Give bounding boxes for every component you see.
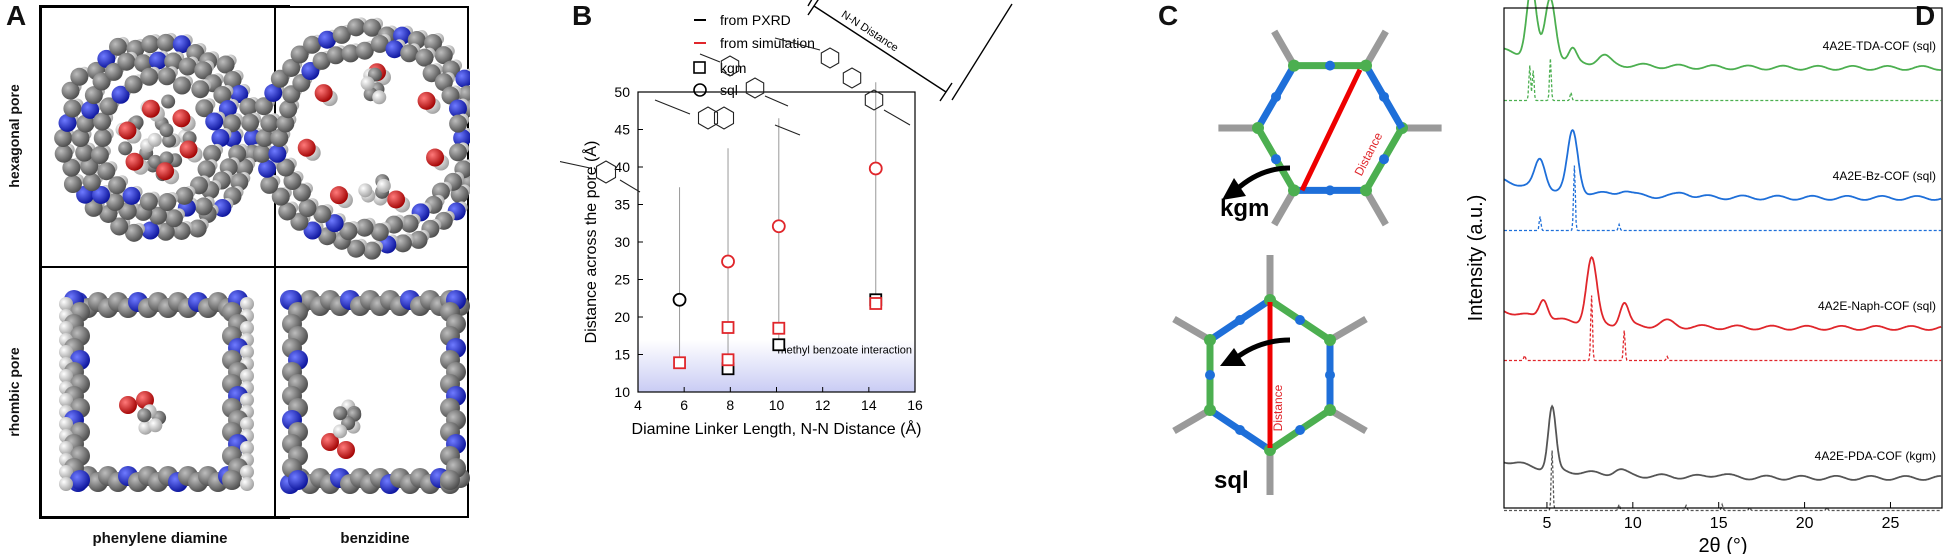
- pxrd-trace-simulated: [1504, 58, 1942, 102]
- data-point-kgm-square: [673, 356, 686, 370]
- pxrd-trace-simulated: [1504, 450, 1942, 512]
- y-tick-label: 15: [614, 347, 630, 363]
- x-tick-label: 10: [769, 397, 785, 413]
- x-tick-label: 6: [680, 397, 688, 413]
- data-point-sql-circle: [771, 219, 786, 234]
- data-point-kgm-square: [869, 297, 883, 310]
- data-point-kgm-square: [721, 353, 735, 367]
- pxrd-trace-experimental: [1503, 128, 1942, 201]
- arrow-sql: [1234, 337, 1291, 361]
- y-tick-label: 40: [614, 159, 630, 175]
- y-tick-label: 35: [614, 197, 630, 213]
- panel-letter-c: C: [1158, 0, 1179, 31]
- arrow-kgm: [1234, 165, 1291, 192]
- y-tick-label: 50: [614, 84, 630, 100]
- pxrd-x-axis-label: 2θ (°): [1698, 535, 1747, 554]
- y-tick-label: 10: [614, 384, 630, 400]
- pxrd-trace-label: 4A2E-Naph-COF (sql): [1818, 299, 1936, 313]
- row-label-hexagonal: hexagonal pore: [6, 84, 22, 188]
- nn-bracket-end-b: [939, 82, 953, 102]
- sql-network: [1172, 255, 1368, 495]
- panel-c-networks: kgm sql Distance Distance: [1172, 29, 1442, 495]
- pxrd-trace-experimental: [1503, 256, 1942, 331]
- x-tick-label: 14: [861, 397, 877, 413]
- data-point-sql-circle: [672, 292, 687, 307]
- legend-pxrd-label: from PXRD: [720, 12, 791, 28]
- y-axis-label: Distance across the pore (Å): [581, 141, 600, 344]
- data-point-sql-circle: [868, 161, 883, 176]
- pxrd-plot-frame: [1503, 7, 1943, 509]
- linker-structures: [560, 37, 911, 193]
- x-tick-label: 4: [634, 397, 642, 413]
- data-point-sql-circle: [721, 254, 735, 269]
- nn-bracket-end-a: [807, 0, 819, 16]
- kgm-label: kgm: [1220, 195, 1269, 222]
- kgm-distance-line: [1299, 68, 1363, 192]
- sql-distance-label: Distance: [1271, 384, 1285, 431]
- legend-sim-label: from simulation: [720, 35, 815, 51]
- data-point-kgm-square: [772, 338, 786, 352]
- pxrd-trace-label: 4A2E-TDA-COF (sql): [1823, 39, 1936, 53]
- nn-bracket-line: [813, 5, 947, 93]
- y-tick-label: 25: [614, 272, 630, 288]
- x-axis-label: Diamine Linker Length, N-N Distance (Å): [632, 419, 922, 438]
- pxrd-trace-label: 4A2E-Bz-COF (sql): [1833, 169, 1936, 183]
- x-tick-label: 8: [726, 397, 734, 413]
- x-tick-label: 12: [815, 397, 831, 413]
- y-tick-label: 20: [614, 309, 630, 325]
- pxrd-x-tick-label: 15: [1710, 515, 1728, 532]
- col-label-benzidine: benzidine: [340, 530, 410, 547]
- pxrd-y-axis-label: Intensity (a.u.): [1465, 195, 1487, 322]
- row-label-rhombic: rhombic pore: [6, 347, 22, 437]
- pxrd-trace-label: 4A2E-PDA-COF (kgm): [1815, 449, 1936, 463]
- x-tick-label: 16: [907, 397, 923, 413]
- pxrd-x-tick-label: 25: [1882, 515, 1900, 532]
- panel-letter-a: A: [6, 0, 27, 31]
- panel-a-grid: [40, 6, 470, 518]
- panel-letter-b: B: [572, 0, 593, 31]
- col-label-phenylene-diamine: phenylene diamine: [92, 530, 228, 547]
- data-point-kgm-square: [772, 321, 786, 335]
- pxrd-x-tick-label: 10: [1624, 515, 1642, 532]
- nn-distance-bracket: [807, 0, 1013, 101]
- data-point-kgm-square: [721, 321, 735, 334]
- panel-d-chart: 5 10 15 20 25 2θ (°) Intensity (a.u.) 4A2E-T…: [1465, 0, 1943, 554]
- kgm-network: [1218, 29, 1442, 227]
- pxrd-x-tick-label: 20: [1796, 515, 1814, 532]
- legend-sql-label: sql: [720, 82, 738, 98]
- pxrd-trace-experimental: [1503, 0, 1942, 71]
- y-tick-label: 45: [614, 122, 630, 138]
- pxrd-trace-experimental: [1503, 404, 1942, 481]
- pxrd-x-tick-label: 5: [1542, 515, 1551, 532]
- legend-sql-circle: [693, 83, 707, 97]
- legend-kgm-label: kgm: [720, 60, 746, 76]
- legend-kgm-square: [693, 61, 706, 74]
- legend: from PXRD from simulation kgm sql: [693, 12, 815, 98]
- band-label: methyl benzoate interaction: [777, 345, 912, 357]
- nn-distance-label: N-N Distance: [839, 9, 900, 55]
- y-tick-label: 30: [614, 234, 630, 250]
- sql-label: sql: [1214, 467, 1249, 494]
